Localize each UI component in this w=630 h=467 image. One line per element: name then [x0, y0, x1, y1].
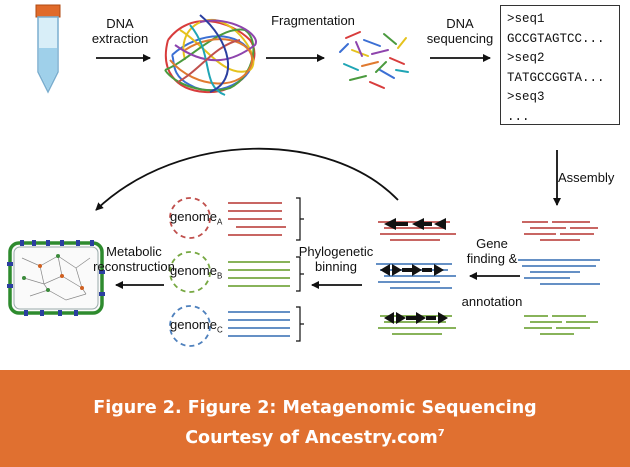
- seq-line: GCCGTAGTCC...: [507, 31, 605, 46]
- label-annotation: annotation: [461, 294, 523, 309]
- label-assembly: Assembly: [558, 170, 615, 185]
- genome-c-label: genomeC: [170, 317, 223, 335]
- label-fragmentation: Fragmentation: [271, 13, 355, 28]
- seq-line: >seq2: [507, 51, 545, 65]
- annotated-contigs: [376, 218, 456, 335]
- caption-banner: Figure 2. Figure 2: Metagenomic Sequenci…: [0, 370, 630, 467]
- dna-tangle-icon: [164, 14, 257, 96]
- seq-line: TATGCCGGTA...: [507, 70, 605, 85]
- test-tube-icon: [35, 4, 61, 94]
- dna-fragments-icon: [339, 31, 409, 89]
- genome-a-label: genomeA: [170, 209, 223, 227]
- seq-line: >seq3: [507, 90, 545, 104]
- seq-line: ...: [507, 109, 530, 124]
- arrow-feedback: [95, 147, 399, 211]
- diagram-graphics: [7, 4, 600, 347]
- caption-credit: Courtesy of Ancestry.com7: [185, 427, 445, 448]
- metabolic-network-icon: [7, 240, 105, 316]
- caption-title: Figure 2. Figure 2: Metagenomic Sequenci…: [93, 398, 537, 418]
- seq-line: >seq1: [507, 12, 545, 26]
- genome-bins: [169, 197, 304, 347]
- sequence-reads-box: >seq1 GCCGTAGTCC... >seq2 TATGCCGGTA... …: [500, 5, 620, 125]
- genome-b-label: genomeB: [170, 263, 223, 281]
- assembled-contigs: [518, 221, 600, 335]
